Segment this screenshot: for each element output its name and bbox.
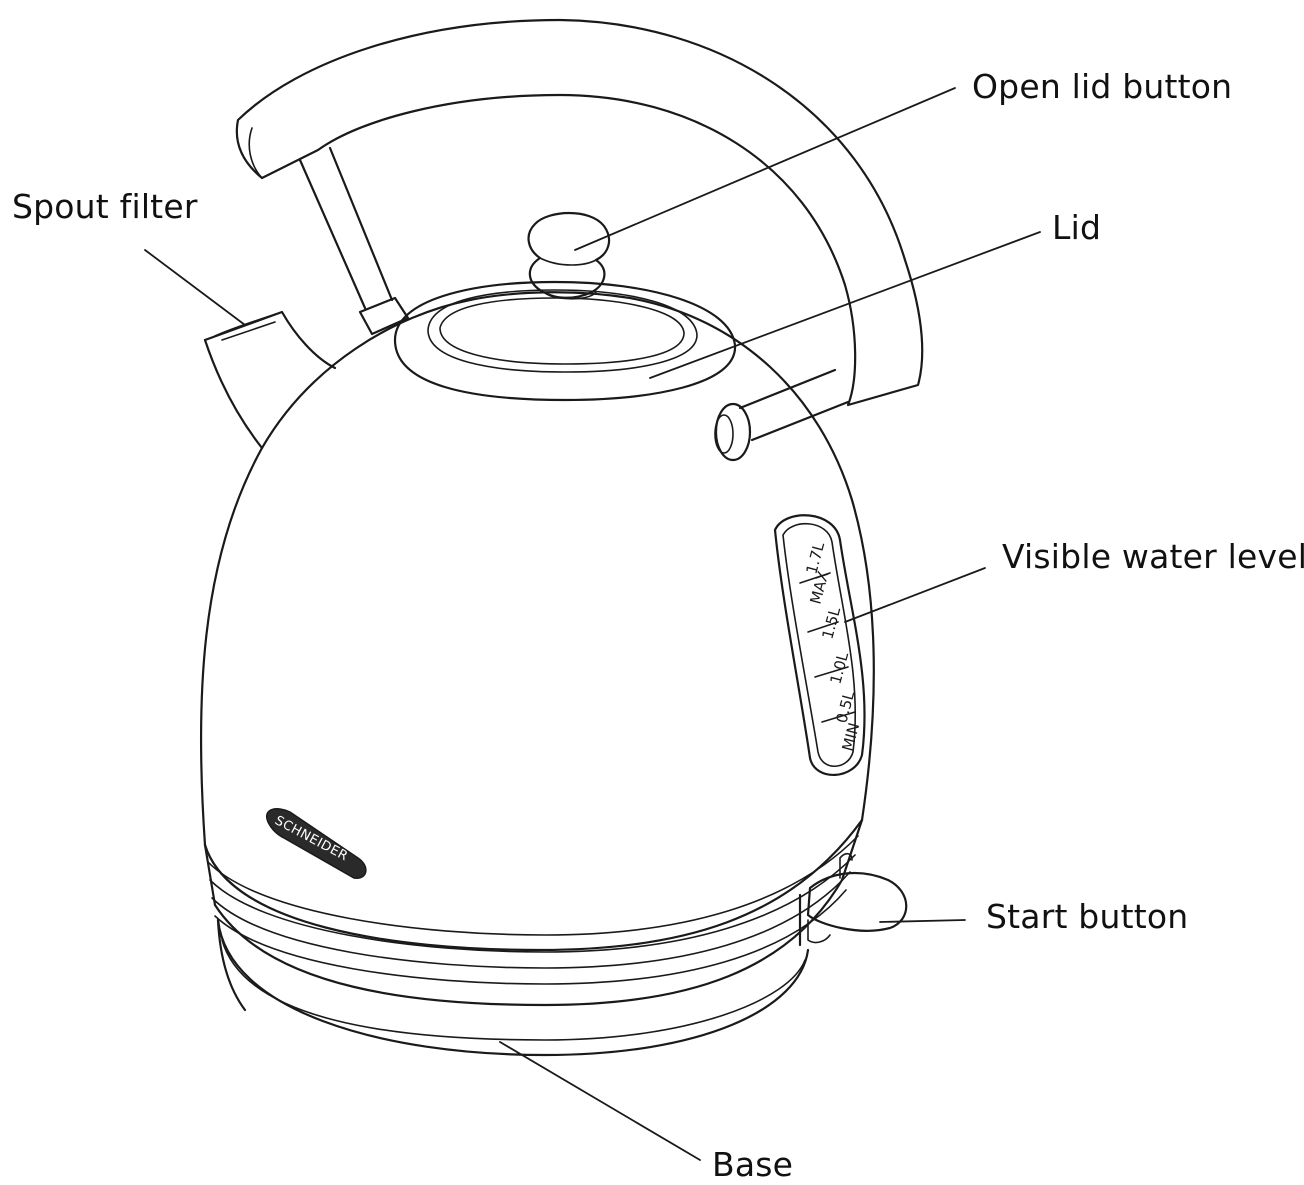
scale-min-word: MIN (838, 721, 863, 753)
kettle-spout (203, 310, 337, 450)
label-open-lid-button: Open lid button (972, 67, 1233, 106)
leader-water-level (844, 567, 986, 623)
scale-mark-2: 1.0L (826, 650, 852, 686)
brand-text: SCHNEIDER (272, 813, 350, 864)
label-base: Base (712, 1145, 794, 1184)
leader-lid (649, 231, 1041, 379)
label-visible-water-level: Visible water level (1002, 537, 1304, 576)
leader-base (499, 1041, 701, 1161)
label-spout-filter: Spout filter (12, 187, 198, 226)
scale-mark-1: 1.5L (818, 605, 844, 641)
kettle-lid (393, 211, 737, 402)
label-lid: Lid (1052, 208, 1102, 247)
start-button-part (798, 852, 908, 947)
label-start-button: Start button (986, 897, 1189, 936)
water-level-window: 1.7L MAX 1.5L 1.0L 0.5L MIN (773, 514, 866, 776)
kettle-body (199, 291, 875, 1057)
kettle-handle (235, 18, 924, 462)
scale-max-word: MAX (806, 569, 832, 606)
leader-lines (144, 87, 1041, 1161)
leader-start-button (879, 919, 966, 923)
leader-spout-filter (144, 249, 246, 326)
leader-open-lid (574, 87, 956, 251)
brand-badge: SCHNEIDER (265, 808, 367, 879)
